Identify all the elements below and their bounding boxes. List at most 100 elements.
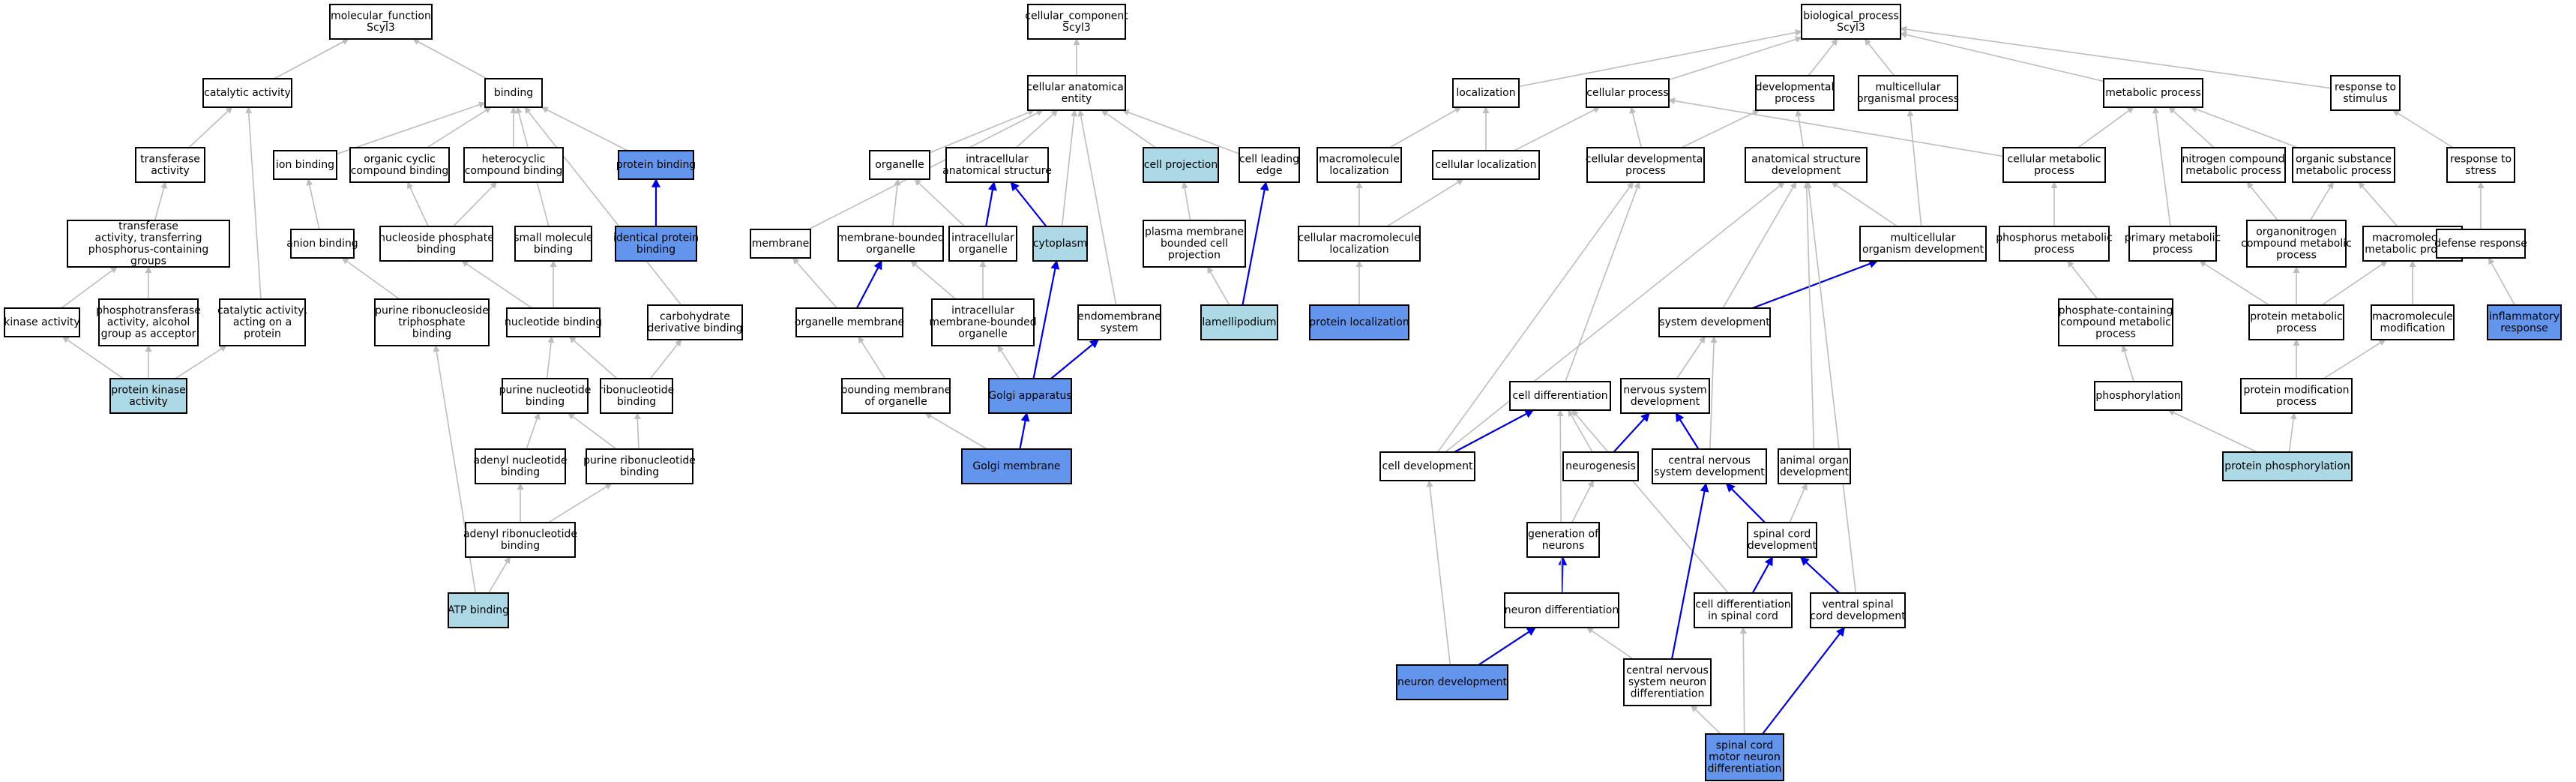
- edge-multi-to-bp: [1864, 38, 1895, 76]
- edge-osmp-to-metab: [2190, 106, 2299, 148]
- edge-orgcyc-to-bind: [426, 106, 492, 148]
- term-label-line: macromolecule: [2372, 310, 2453, 322]
- term-box: [502, 378, 589, 414]
- edge-catprot-to-cat: [245, 106, 262, 300]
- term-label-line: process: [2095, 328, 2136, 340]
- term-label-line: transferase: [118, 220, 178, 232]
- term-label-line: binding: [526, 396, 565, 408]
- term-label-line: localization: [1329, 165, 1388, 177]
- term-label-line: localization: [1456, 87, 1515, 99]
- edge-sysdev-to-mod: [1751, 259, 1879, 310]
- term-label-line: bounded cell: [1161, 238, 1228, 250]
- term-label-line: spinal cord: [1716, 740, 1774, 752]
- edge-ias-to-cae: [1015, 109, 1059, 148]
- term-label-line: biological_process: [1803, 10, 1899, 22]
- term-label-line: organic substance: [2296, 153, 2392, 165]
- term-box: [1705, 733, 1784, 781]
- term-label-line: compound binding: [351, 165, 449, 177]
- term-label-line: phosphate-containing: [2059, 305, 2173, 317]
- go-term-protloc: protein localization: [1309, 304, 1409, 340]
- term-label-line: differentiation: [1708, 763, 1782, 775]
- term-label-line: development: [1631, 396, 1700, 408]
- term-box: [109, 378, 187, 414]
- term-label-line: organism development: [1862, 244, 1984, 256]
- go-term-cellloc: cellular localization: [1432, 150, 1540, 180]
- term-label-line: cell leading: [1239, 153, 1299, 165]
- edge-golgi-to-imbo: [997, 345, 1020, 379]
- term-label-line: molecular_function: [331, 10, 431, 22]
- term-label-line: response: [2500, 322, 2548, 334]
- term-label-line: organelle: [875, 159, 924, 171]
- edge-transP-to-trans: [154, 181, 167, 221]
- term-label-line: catalytic activity,: [217, 305, 307, 317]
- edge-aod-to-asd: [1803, 181, 1815, 450]
- term-label-line: cord development: [1810, 610, 1906, 622]
- term-label-line: binding: [412, 328, 451, 340]
- term-label-line: projection: [1168, 250, 1221, 262]
- term-box: [2371, 304, 2455, 340]
- term-label-line: protein binding: [616, 159, 696, 171]
- term-label-line: process: [2152, 244, 2193, 256]
- term-label-line: plasma membrane: [1145, 226, 1244, 238]
- edge-ribnuc-to-nucb: [568, 336, 618, 379]
- term-box: [869, 150, 930, 180]
- go-term-cellproc: cellular process: [1586, 78, 1670, 108]
- edge-kinase-to-transP: [61, 266, 118, 309]
- term-box: [1032, 226, 1088, 262]
- term-label-line: nucleotide binding: [505, 316, 602, 328]
- term-label-line: lamellipodium: [1202, 316, 1276, 328]
- edge-trans-to-cat: [188, 106, 233, 148]
- term-box: [837, 226, 944, 262]
- edge-bind-to-mf: [412, 38, 487, 79]
- term-label-line: heterocyclic: [482, 153, 546, 165]
- term-box: [374, 298, 490, 346]
- edge-macroloc-to-loc: [1389, 106, 1462, 148]
- term-box: [1396, 664, 1508, 700]
- edge-protb-to-bind: [541, 106, 628, 151]
- term-box: [98, 298, 199, 346]
- go-term-atp: ATP binding: [448, 592, 509, 628]
- term-label-line: response to: [2335, 81, 2396, 93]
- term-box: [2128, 226, 2217, 262]
- edge-pmodp-to-macromod: [2323, 339, 2386, 379]
- edge-mbo-to-organelle: [891, 178, 901, 227]
- term-label-line: stress: [2465, 165, 2496, 177]
- edge-pmp-to-metab: [2152, 106, 2171, 227]
- go-term-phosph: phosphorylation: [2094, 381, 2182, 411]
- term-label-line: entity: [1062, 93, 1092, 105]
- term-label-line: small molecule: [514, 232, 593, 244]
- term-label-line: binding: [637, 244, 675, 256]
- term-label-line: purine ribonucleoside: [375, 305, 489, 317]
- term-box: [67, 220, 230, 268]
- edge-cellproc-to-bp: [1668, 36, 1802, 81]
- edge-cellmet-to-cellproc: [1668, 97, 2004, 157]
- term-box: [475, 448, 566, 484]
- go-term-cytoplasm: cytoplasm: [1032, 226, 1088, 262]
- edge-nucb-to-nucphos: [461, 260, 533, 309]
- term-label-line: in spinal cord: [1708, 610, 1778, 622]
- go-term-sysdev: system development: [1658, 307, 1771, 337]
- term-box: [1562, 451, 1639, 481]
- term-label-line: metabolic process: [2105, 87, 2201, 99]
- term-label-line: binding: [501, 466, 540, 478]
- term-label-line: ventral spinal: [1822, 598, 1893, 610]
- edge-nsd-to-sysdev: [1676, 336, 1706, 379]
- term-box: [647, 304, 743, 340]
- edge-scd-to-cnsd: [1725, 483, 1766, 523]
- term-box: [2002, 147, 2106, 183]
- term-label-line: organismal process: [1857, 93, 1959, 105]
